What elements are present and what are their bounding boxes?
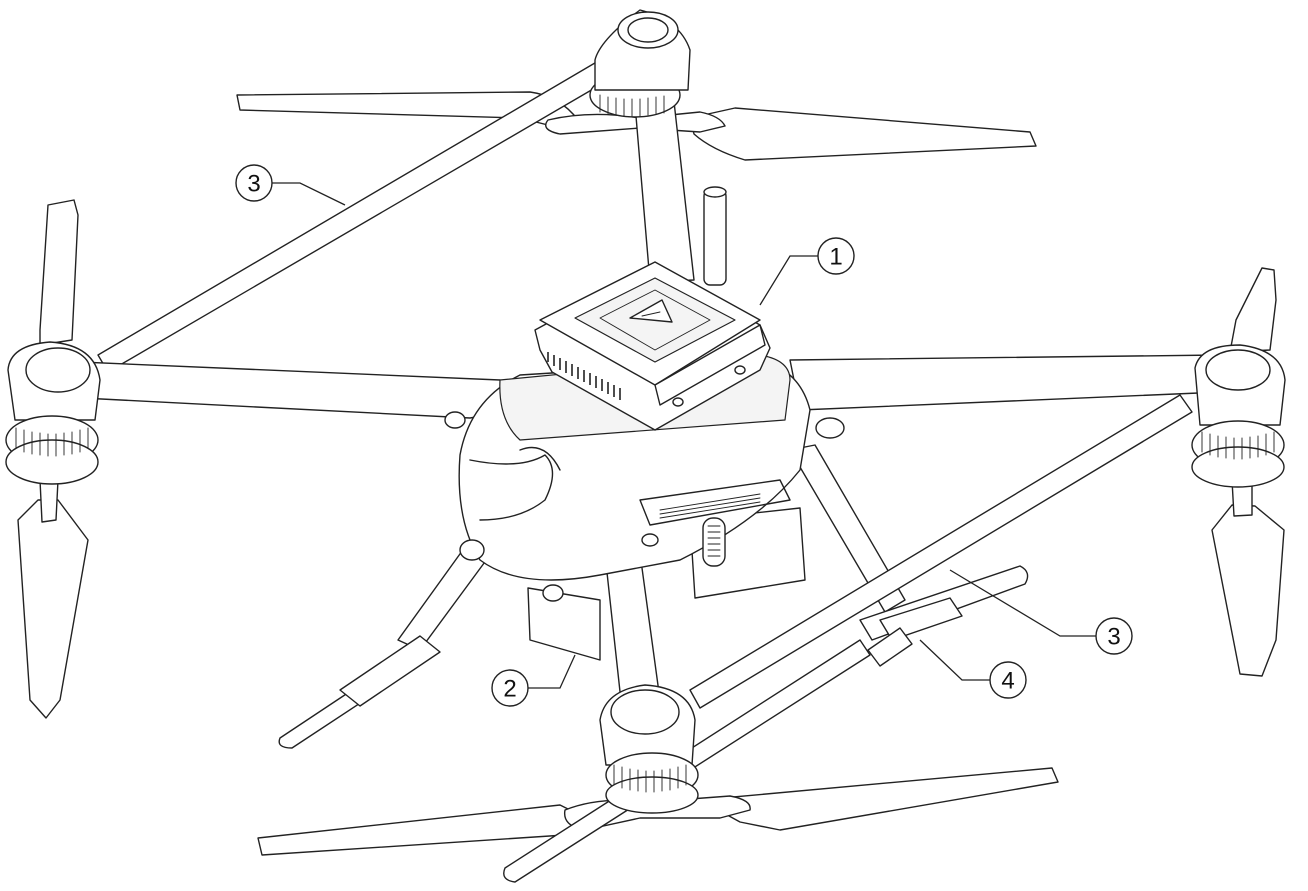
propeller-top [236, 91, 1037, 161]
callout-2: 2 [491, 669, 529, 707]
callout-3-upper-label: 3 [247, 171, 260, 198]
callout-1-label: 1 [829, 244, 842, 271]
motor-right [1191, 344, 1286, 488]
callout-1: 1 [817, 237, 855, 275]
top-module [534, 261, 771, 431]
motor-bottom [599, 684, 699, 814]
callout-2-label: 2 [503, 676, 516, 703]
callout-leaders [272, 182, 1096, 689]
gnss-antenna [703, 186, 727, 286]
callout-4: 4 [989, 661, 1027, 699]
propeller-right [1211, 267, 1285, 677]
arms [79, 44, 1223, 711]
motor-left [5, 341, 101, 485]
callout-4-label: 4 [1001, 668, 1014, 695]
callout-3-upper: 3 [235, 164, 273, 202]
callout-3-lower: 3 [1095, 617, 1133, 655]
motor-top [589, 9, 691, 118]
callout-3-lower-label: 3 [1107, 624, 1120, 651]
